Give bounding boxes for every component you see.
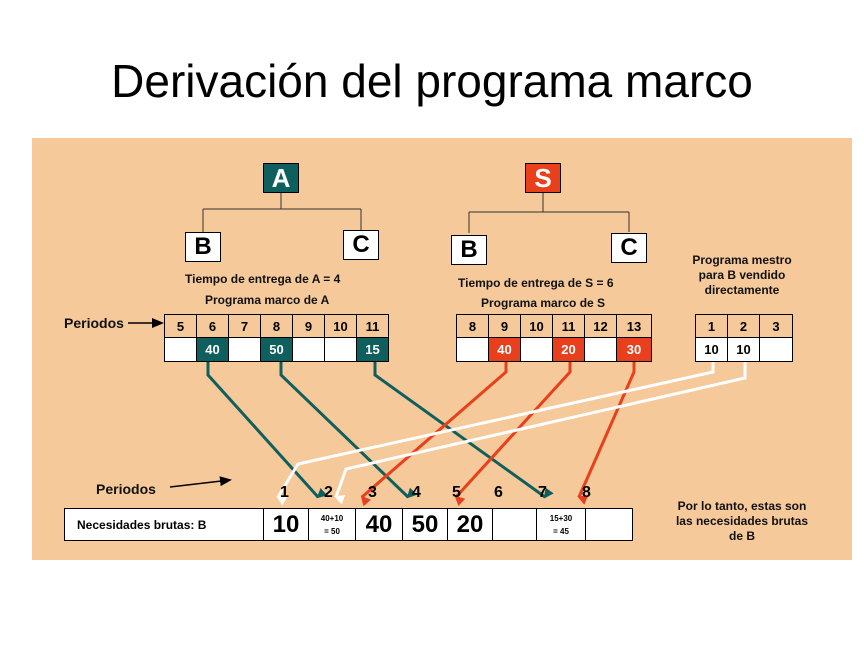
lead-time-a: Tiempo de entrega de A = 4	[185, 272, 341, 286]
gross-cell-7-sum: 15+30	[549, 513, 573, 523]
direct-value	[759, 337, 793, 362]
schedule-a-period: 7	[228, 314, 261, 338]
schedule-a-title: Programa marco de A	[205, 293, 330, 307]
schedule-s-period: 12	[584, 314, 617, 338]
child-c-box-a: C	[343, 230, 379, 260]
schedule-a-value	[164, 337, 197, 362]
direct-period: 1	[695, 314, 728, 338]
tree-s-connector	[468, 193, 630, 233]
teal-connectors	[206, 362, 554, 499]
schedule-s-period: 10	[520, 314, 553, 338]
schedule-a-value	[292, 337, 325, 362]
gross-period-number: 8	[582, 484, 591, 501]
gross-cell-1: 10	[263, 508, 309, 541]
schedule-s-value	[584, 337, 617, 362]
gross-cell-7-result: = 45	[553, 526, 569, 536]
parent-a-box: A	[263, 163, 299, 193]
schedule-a-period: 8	[260, 314, 293, 338]
schedule-a-value	[324, 337, 357, 362]
schedule-s-period: 9	[488, 314, 521, 338]
schedule-s-value	[456, 337, 489, 362]
direct-period: 2	[727, 314, 760, 338]
gross-cell-5: 20	[447, 508, 493, 541]
gross-period-number: 1	[280, 484, 289, 501]
schedule-s-value: 20	[552, 337, 585, 362]
parent-s-box: S	[525, 163, 561, 193]
schedule-a-value: 40	[196, 337, 229, 362]
schedule-a-value: 15	[356, 337, 389, 362]
conclusion-line3: de B	[728, 529, 755, 543]
schedule-a-value	[228, 337, 261, 362]
direct-title-line1: Programa mestro	[692, 253, 792, 267]
direct-title-line2: para B vendido	[698, 268, 786, 282]
schedule-s-value: 30	[616, 337, 652, 362]
child-b-box-s: B	[451, 235, 487, 265]
gross-cell-2: 40+10 = 50	[308, 508, 356, 541]
conclusion-line1: Por lo tanto, estas son	[677, 499, 807, 513]
schedule-a-period: 9	[292, 314, 325, 338]
direct-value: 10	[695, 337, 728, 362]
gross-period-number: 3	[368, 484, 377, 501]
schedule-s-value	[520, 337, 553, 362]
gross-period-number: 6	[494, 484, 503, 501]
periods-label-top: Periodos	[64, 315, 124, 331]
direct-title-line3: directamente	[704, 283, 780, 297]
gross-requirements-label: Necesidades brutas: B	[64, 508, 264, 541]
gross-period-number: 2	[324, 484, 333, 501]
gross-cell-8	[585, 508, 633, 541]
orange-connectors	[360, 362, 636, 507]
white-connectors	[276, 362, 747, 506]
schedule-s-period: 13	[616, 314, 652, 338]
gross-cell-4: 50	[402, 508, 448, 541]
schedule-s-period: 11	[552, 314, 585, 338]
child-b-box-a: B	[185, 232, 221, 262]
schedule-a-value: 50	[260, 337, 293, 362]
schedule-a-period: 11	[356, 314, 389, 338]
direct-value: 10	[727, 337, 760, 362]
periods-arrow-bottom	[169, 476, 232, 488]
schedule-s-period: 8	[456, 314, 489, 338]
tree-a-connector	[202, 193, 362, 232]
gross-cell-6	[492, 508, 537, 541]
gross-cell-3: 40	[355, 508, 403, 541]
schedule-s-title: Programa marco de S	[481, 296, 606, 310]
gross-period-number: 5	[452, 484, 461, 501]
gross-cell-2-result: = 50	[324, 526, 340, 536]
gross-period-number: 4	[412, 484, 421, 501]
schedule-a-period: 5	[164, 314, 197, 338]
gross-period-number: 7	[538, 484, 547, 501]
gross-cell-2-sum: 40+10	[320, 513, 344, 523]
child-c-box-s: C	[611, 233, 647, 263]
direct-period: 3	[759, 314, 793, 338]
conclusion-line2: las necesidades brutas	[675, 514, 809, 528]
gross-cell-7: 15+30 = 45	[536, 508, 586, 541]
page-title: Derivación del programa marco	[111, 55, 753, 107]
lead-time-s: Tiempo de entrega de S = 6	[458, 276, 614, 290]
schedule-a-period: 6	[196, 314, 229, 338]
periods-label-bottom: Periodos	[96, 481, 156, 497]
schedule-a-period: 10	[324, 314, 357, 338]
schedule-s-value: 40	[488, 337, 521, 362]
